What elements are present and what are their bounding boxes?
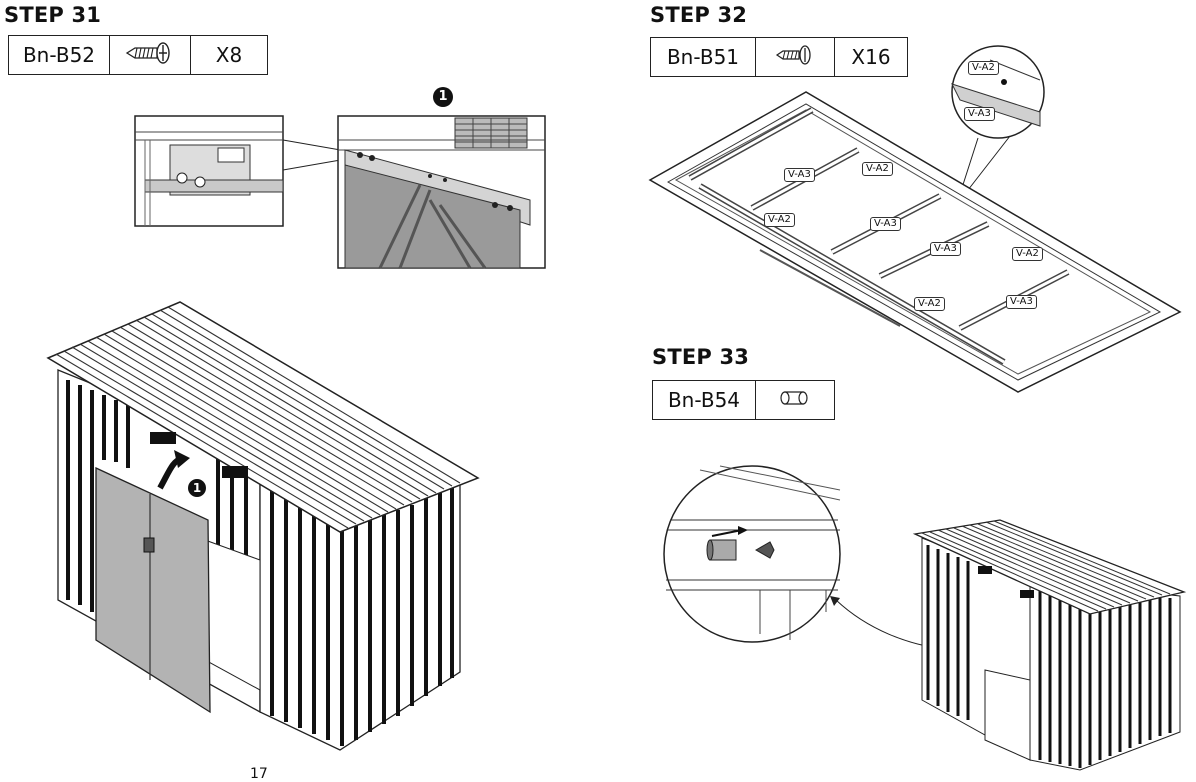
frame-label: V-A3 <box>870 217 901 231</box>
frame-label: V-A3 <box>1006 295 1037 309</box>
step-32-title: STEP 32 <box>650 3 748 27</box>
frame-label: V-A2 <box>914 297 945 311</box>
detail-view-small <box>134 115 284 227</box>
frame-label: V-A2 <box>1012 247 1043 261</box>
part-code: Bn-B52 <box>8 35 110 75</box>
frame-label: V-A2 <box>764 213 795 227</box>
part-code: Bn-B54 <box>652 380 756 420</box>
quantity: X8 <box>190 35 268 75</box>
step-31-title: STEP 31 <box>4 3 102 27</box>
frame-label: V-A3 <box>784 168 815 182</box>
callout-1-shed: 1 <box>188 479 206 497</box>
shed-small <box>912 519 1187 771</box>
part-code: Bn-B51 <box>650 37 756 77</box>
step-31-parts-table: Bn-B52 X8 <box>8 35 268 75</box>
shed-assembly <box>46 301 480 751</box>
frame-label: V-A2 <box>862 162 893 176</box>
step-32-parts-table: Bn-B51 X16 <box>650 37 908 77</box>
frame-label: V-A3 <box>964 107 995 121</box>
frame-label: V-A2 <box>968 61 999 75</box>
frame-label: V-A3 <box>930 242 961 256</box>
detail-view-large <box>337 115 546 269</box>
quantity: X16 <box>834 37 908 77</box>
callout-1: 1 <box>433 87 453 107</box>
step-33-title: STEP 33 <box>652 345 750 369</box>
cap-plug-icon <box>755 380 835 420</box>
step-33-parts-table: Bn-B54 <box>652 380 835 420</box>
screw-icon <box>755 37 835 77</box>
page-number: 17 <box>250 766 268 782</box>
